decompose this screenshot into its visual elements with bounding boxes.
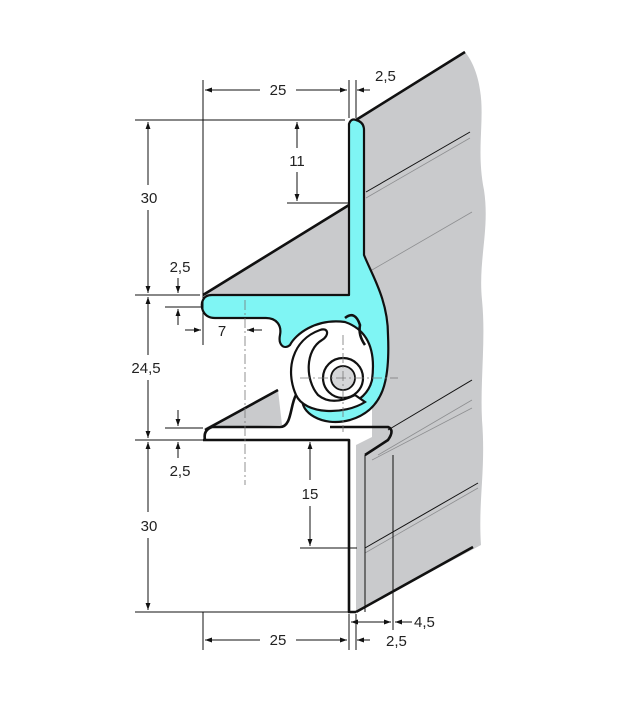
dim-upper-flange-thickness: 2,5 — [170, 259, 191, 276]
dim-axis-offset: 7 — [218, 323, 226, 340]
hinge-knuckle — [289, 328, 367, 413]
lower-leaf-front — [203, 440, 349, 612]
dim-top-thickness: 2,5 — [375, 68, 396, 85]
dim-bottom-thickness: 2,5 — [386, 633, 407, 650]
dim-lower-flange-thickness: 2,5 — [170, 463, 191, 480]
dim-top-width: 25 — [270, 82, 287, 99]
dim-bottom-offset: 4,5 — [414, 614, 435, 631]
dim-upper-groove: 11 — [289, 153, 305, 170]
dim-bottom-width: 25 — [270, 632, 287, 649]
leaf-surface — [356, 52, 486, 612]
dim-lower-height: 30 — [141, 518, 158, 535]
dim-upper-height: 30 — [141, 190, 158, 207]
dim-hinge-height: 24,5 — [131, 360, 160, 377]
dim-lower-groove: 15 — [302, 486, 319, 503]
